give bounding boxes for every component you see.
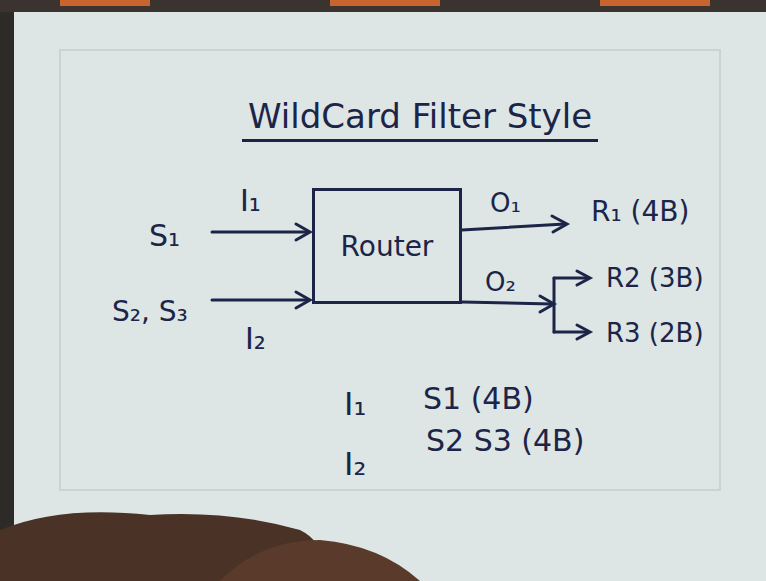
board-label: S₂, S₃ <box>112 297 188 328</box>
top-stripe <box>600 0 710 6</box>
router-box: Router <box>312 188 462 304</box>
board-label: I₂ <box>245 322 266 355</box>
board-frame <box>60 50 720 490</box>
top-stripe <box>60 0 150 6</box>
board-label: O₂ <box>485 268 516 297</box>
board-label: R2 (3B) <box>606 264 704 293</box>
board-label: S1 (4B) <box>423 382 534 415</box>
board-label: R₁ (4B) <box>591 197 689 228</box>
board-label: S2 S3 (4B) <box>426 424 584 457</box>
node-text-group: Router <box>341 230 434 263</box>
board-label: S₁ <box>149 219 180 252</box>
board-edge <box>0 12 14 581</box>
hand <box>220 540 420 581</box>
board-label: R3 (2B) <box>606 319 704 348</box>
board-label: I₁ <box>344 387 366 422</box>
top-strip <box>0 0 766 12</box>
board-label: I₁ <box>240 184 261 217</box>
arrows <box>212 216 590 339</box>
box-label: Router <box>341 230 434 263</box>
board-label: I₂ <box>344 447 366 482</box>
board-label: O₁ <box>490 189 521 218</box>
title: WildCard Filter Style <box>242 98 598 142</box>
top-stripe <box>330 0 440 6</box>
